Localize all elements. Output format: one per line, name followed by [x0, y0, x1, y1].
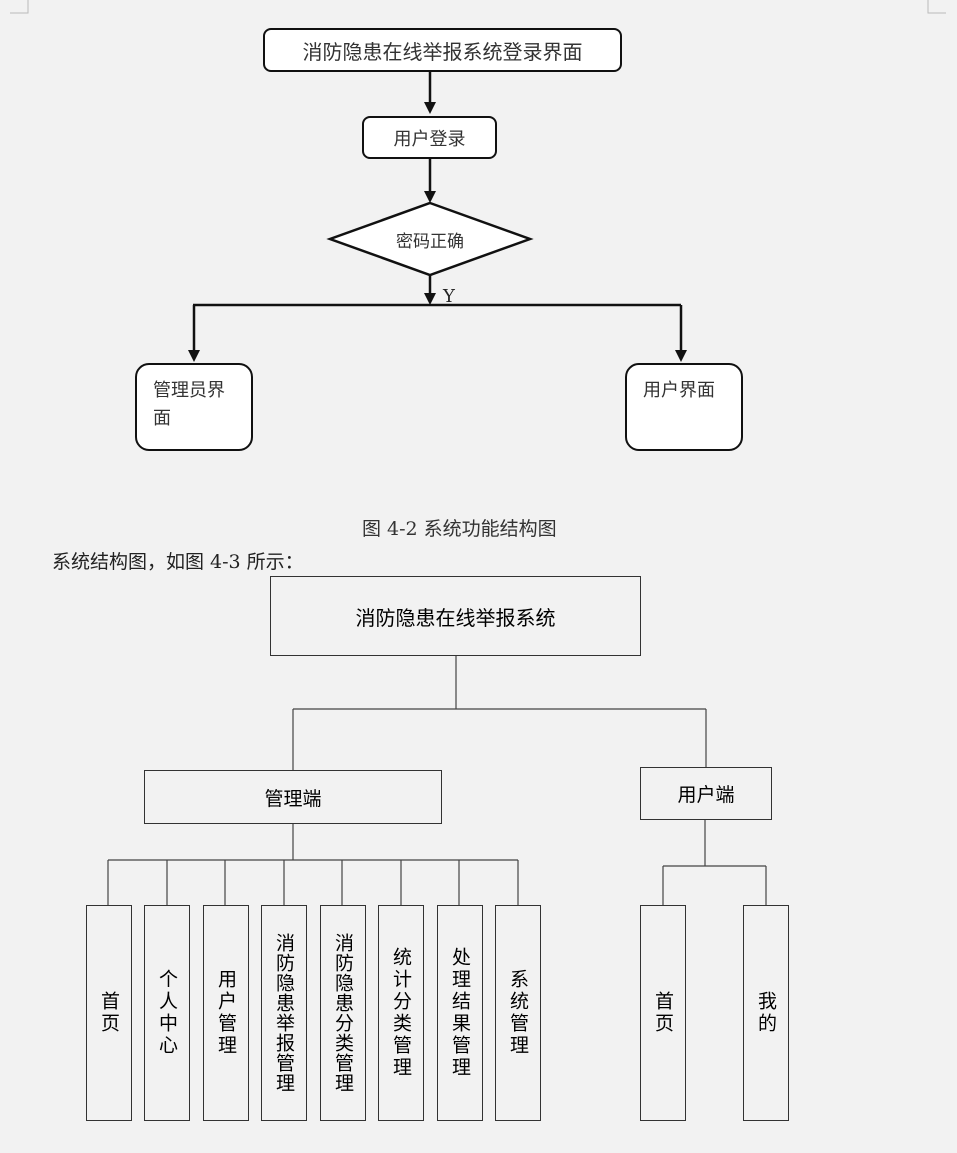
page-corner-marks	[10, 0, 946, 14]
admin-module-label: 消防隐患举报管理	[273, 933, 295, 1093]
admin-end-label: 管理端	[264, 787, 322, 810]
arrow-icon	[188, 350, 200, 362]
admin-end-box: 管理端	[144, 770, 442, 824]
admin-module-box: 用户管理	[203, 905, 249, 1121]
admin-module-box: 首页	[86, 905, 132, 1121]
corner-mark-left	[10, 0, 29, 14]
admin-interface-box: 管理员界面	[135, 363, 253, 451]
admin-module-label: 消防隐患分类管理	[332, 933, 354, 1093]
admin-interface-label: 管理员界面	[153, 380, 225, 429]
admin-module-box: 统计分类管理	[378, 905, 424, 1121]
decision-diamond	[326, 201, 534, 277]
arrow-icon	[675, 350, 687, 362]
user-module-box: 我的	[743, 905, 789, 1121]
flow-start-box: 消防隐患在线举报系统登录界面	[263, 28, 622, 72]
admin-module-label: 统计分类管理	[390, 947, 412, 1079]
flow-login-box: 用户登录	[362, 116, 497, 159]
admin-module-label: 系统管理	[507, 969, 529, 1057]
user-module-label: 首页	[652, 991, 674, 1035]
admin-module-box: 处理结果管理	[437, 905, 483, 1121]
arrow-icon	[424, 191, 436, 203]
flow-start-label: 消防隐患在线举报系统登录界面	[302, 39, 583, 64]
admin-module-box: 消防隐患举报管理	[261, 905, 307, 1121]
corner-mark-right	[927, 0, 946, 14]
figure-caption: 图 4-2 系统功能结构图	[362, 518, 557, 540]
branch-yes-label: Y	[443, 286, 455, 307]
admin-module-label: 首页	[98, 991, 120, 1035]
arrow-icon	[424, 102, 436, 114]
user-interface-label: 用户界面	[643, 380, 715, 401]
user-interface-box: 用户界面	[625, 363, 743, 451]
admin-module-box: 个人中心	[144, 905, 190, 1121]
user-module-box: 首页	[640, 905, 686, 1121]
decision-label: 密码正确	[396, 232, 464, 252]
body-paragraph: 系统结构图，如图 4-3 所示：	[52, 551, 304, 573]
arrowheads	[188, 102, 687, 362]
admin-module-box: 系统管理	[495, 905, 541, 1121]
admin-module-box: 消防隐患分类管理	[320, 905, 366, 1121]
user-module-label: 我的	[755, 991, 777, 1035]
admin-module-label: 处理结果管理	[449, 947, 471, 1079]
admin-module-label: 个人中心	[156, 969, 178, 1057]
structure-root-label: 消防隐患在线举报系统	[355, 605, 556, 630]
flow-login-label: 用户登录	[393, 128, 466, 150]
structure-root-box: 消防隐患在线举报系统	[270, 576, 641, 656]
org-connectors	[107, 656, 767, 905]
user-end-label: 用户端	[677, 784, 735, 806]
admin-module-label: 用户管理	[215, 969, 237, 1057]
arrow-icon	[424, 293, 436, 305]
user-end-box: 用户端	[640, 767, 772, 820]
flow-connectors	[192, 72, 683, 352]
